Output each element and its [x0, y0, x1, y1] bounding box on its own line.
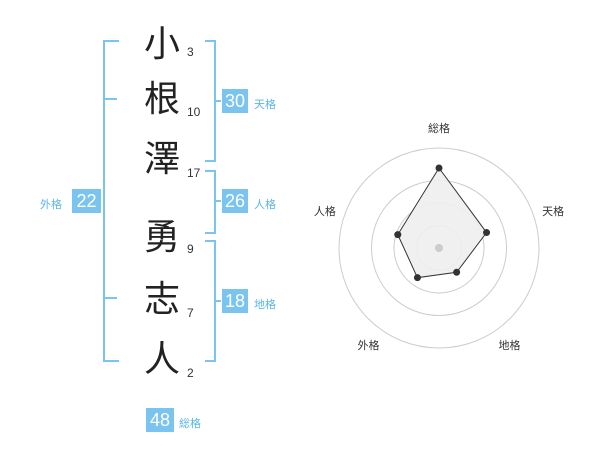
radar-point-4 [413, 274, 421, 282]
radar-point-1 [435, 164, 443, 172]
name-char-4: 勇 [143, 217, 180, 258]
stroke-count-5: 7 [187, 306, 194, 320]
name-char-5: 志 [143, 279, 180, 320]
bracket-tick-bottom [103, 297, 117, 299]
name-char-3: 澤 [143, 139, 180, 180]
radar-area [397, 167, 488, 279]
chikaku-connector [215, 300, 221, 302]
radar-axis-label-3: 地格 [499, 338, 521, 352]
radar-point-3 [453, 268, 461, 276]
name-char-2: 根 [143, 79, 180, 120]
chikaku-value: 18 [222, 289, 248, 313]
chikaku-label: 地格 [254, 298, 276, 311]
gaikaku-bracket [103, 40, 119, 362]
name-char-6: 人 [143, 339, 180, 380]
radar-axis-label-5: 人格 [314, 204, 336, 218]
jinkaku-value: 26 [222, 189, 248, 213]
radar-axis-label-1: 総格 [428, 121, 450, 135]
radar-axis-label-2: 天格 [542, 204, 564, 218]
gaikaku-label: 外格 [40, 198, 62, 211]
jinkaku-label: 人格 [254, 198, 276, 211]
stroke-count-3: 17 [187, 166, 201, 180]
stroke-count-1: 3 [187, 45, 194, 59]
tenkaku-connector [215, 100, 221, 102]
soukaku-value: 48 [146, 408, 174, 432]
jinkaku-bracket [205, 170, 216, 234]
tenkaku-label: 天格 [254, 98, 276, 111]
stroke-count-6: 2 [187, 366, 194, 380]
jinkaku-connector [215, 200, 221, 202]
soukaku-label: 総格 [179, 417, 201, 430]
radar-grid-ring [338, 147, 540, 349]
gaikaku-value: 22 [72, 189, 101, 213]
stroke-count-4: 9 [187, 242, 194, 256]
tenkaku-value: 30 [222, 89, 248, 113]
bracket-tick-top [103, 98, 117, 100]
radar-point-5 [394, 231, 402, 239]
radar-axis-label-4: 外格 [357, 338, 379, 352]
name-char-1: 小 [143, 24, 180, 65]
radar-point-2 [483, 229, 491, 237]
radar-center-dot [435, 244, 443, 252]
stroke-count-2: 10 [187, 105, 201, 119]
